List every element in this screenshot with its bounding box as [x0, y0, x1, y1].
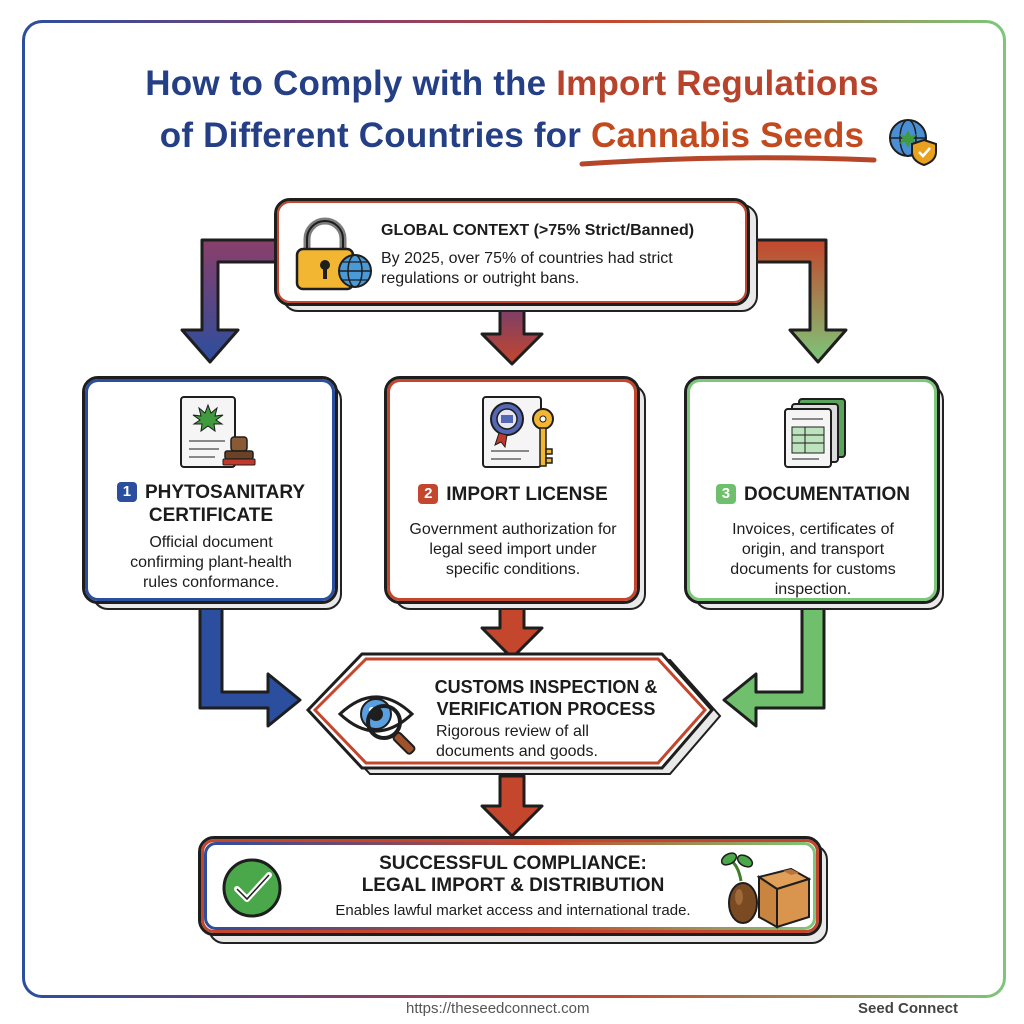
step-1-text: Official document confirming plant-healt…: [130, 534, 292, 591]
arrow-customs-to-success: [480, 774, 544, 838]
license-key-icon: [482, 396, 554, 468]
step-2-heading: 2 IMPORT LICENSE: [397, 483, 629, 506]
magnifier-eye-icon: [337, 695, 416, 755]
step-2-text: Government authorization for legal seed …: [409, 521, 617, 578]
globe-shield-icon: [889, 119, 937, 167]
arrow-to-step-2: [480, 306, 544, 366]
step-1-heading: 1 PHYTOSANITARY CERTIFICATE: [95, 481, 327, 527]
global-context-text: By 2025, over 75% of countries had stric…: [381, 250, 673, 287]
customs-heading: CUSTOMS INSPECTION & VERIFICATION PROCES…: [434, 677, 658, 719]
padlock-icon: [295, 217, 372, 291]
arrow-to-step-3: [750, 238, 848, 364]
step-2-title: IMPORT LICENSE: [446, 484, 608, 505]
arrow-to-step-1: [180, 238, 280, 364]
global-context-box: GLOBAL CONTEXT (>75% Strict/Banned) By 2…: [274, 198, 750, 306]
globe-icon: [338, 254, 372, 288]
title-line1-part1: How to Comply with the: [145, 64, 557, 103]
title-underline: [579, 155, 877, 167]
step-3-title: DOCUMENTATION: [743, 484, 911, 505]
certificate-icon: [180, 396, 256, 468]
checkmark-icon: [222, 858, 282, 918]
title-line1-part2: Import Regulations: [556, 64, 879, 103]
title-line2-part2: Cannabis Seeds: [591, 116, 865, 155]
step-3-number: 3: [715, 484, 736, 504]
customs-shape: [305, 652, 722, 775]
footer-brand: Seed Connect: [858, 1000, 959, 1017]
success-box: SUCCESSFUL COMPLIANCE: LEGAL IMPORT & DI…: [198, 836, 822, 936]
customs-text: Rigorous review of all documents and goo…: [436, 723, 598, 760]
success-heading-line2: LEGAL IMPORT & DISTRIBUTION: [361, 875, 665, 896]
step-3-text: Invoices, certificates of origin, and tr…: [730, 521, 896, 598]
global-context-heading: GLOBAL CONTEXT (>75% Strict/Banned): [381, 222, 695, 239]
seed-box-icon: [721, 852, 811, 929]
page-title: How to Comply with the Import Regulation…: [40, 58, 984, 162]
step-1-title: PHYTOSANITARY CERTIFICATE: [144, 482, 306, 526]
step-2-number: 2: [418, 484, 439, 504]
documents-icon: [784, 398, 846, 468]
step-3-heading: 3 DOCUMENTATION: [697, 483, 929, 506]
step-1-number: 1: [116, 482, 137, 502]
arrow-step-1-to-customs: [198, 602, 302, 728]
arrow-step-3-to-customs: [722, 604, 826, 728]
success-heading-line1: SUCCESSFUL COMPLIANCE:: [379, 853, 647, 874]
customs-box: CUSTOMS INSPECTION & VERIFICATION PROCES…: [416, 676, 676, 762]
title-line2-part1: of Different Countries for: [159, 116, 592, 155]
step-2-box: 2 IMPORT LICENSE Government authorization…: [384, 376, 640, 604]
step-3-box: 3 DOCUMENTATION Invoices, certificates of…: [684, 376, 940, 604]
success-text: Enables lawful market access and interna…: [335, 902, 691, 919]
footer-url[interactable]: https://theseedconnect.com: [406, 1000, 590, 1017]
step-1-box: 1 PHYTOSANITARY CERTIFICATE Official docu…: [82, 376, 338, 604]
